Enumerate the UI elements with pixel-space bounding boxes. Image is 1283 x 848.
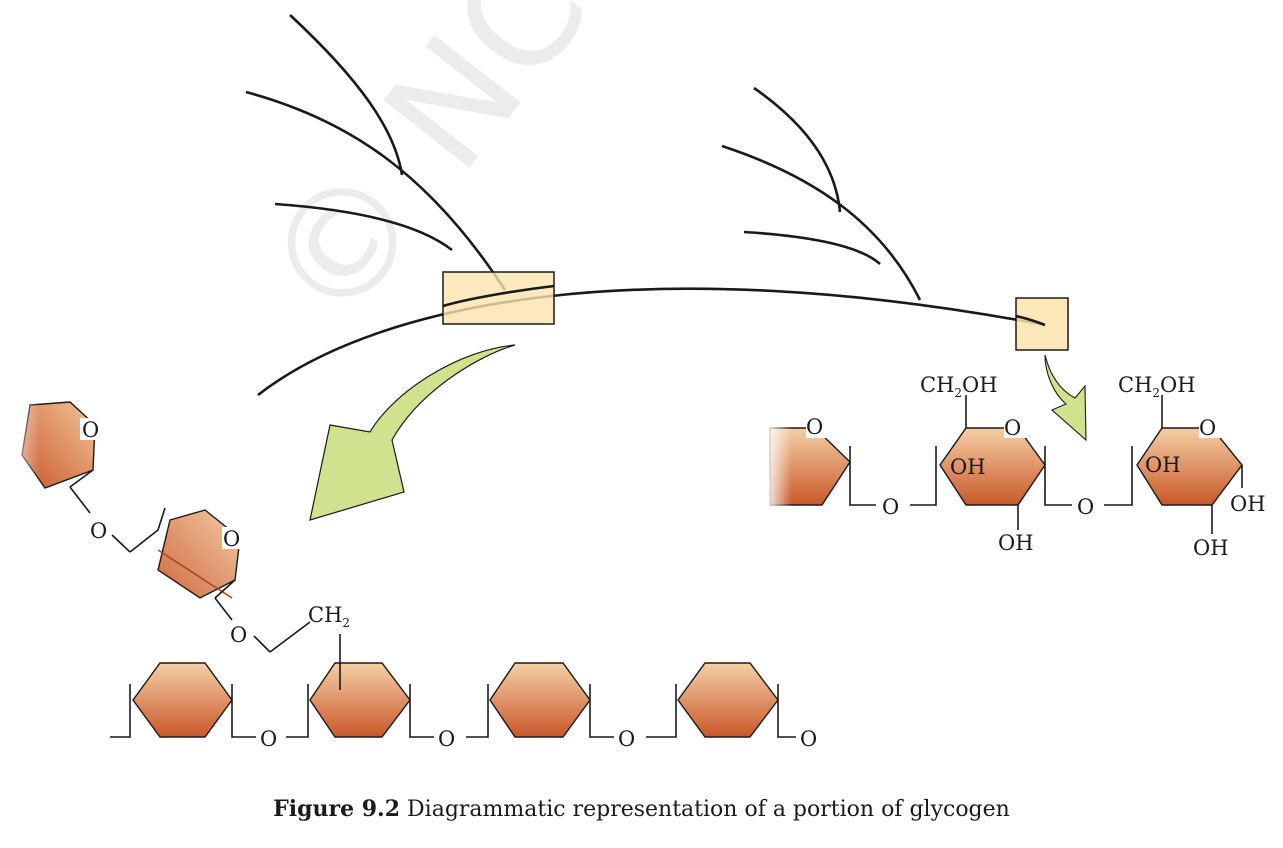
bridge-oxygen-label: O bbox=[882, 495, 899, 519]
hydroxyl-label: OH bbox=[1145, 453, 1181, 477]
bridge-oxygen-label: O bbox=[90, 519, 107, 543]
ring-oxygen-label: O bbox=[82, 418, 99, 442]
ch2-label: CH2 bbox=[308, 603, 350, 630]
zoom-arrow-large bbox=[309, 344, 516, 521]
figure-caption: Figure 9.2 Diagrammatic representation o… bbox=[0, 796, 1283, 822]
bridge-oxygen-label: O bbox=[618, 727, 635, 751]
branch-line bbox=[274, 202, 453, 252]
bridge-oxygen-label: O bbox=[438, 727, 455, 751]
ring-oxygen-label: O bbox=[1004, 416, 1021, 440]
branch-line bbox=[245, 90, 507, 291]
figure-number: Figure 9.2 bbox=[273, 796, 401, 822]
bridge-oxygen-label: O bbox=[1077, 495, 1094, 519]
sugar-ring-tilted bbox=[157, 509, 241, 599]
branch-line bbox=[743, 230, 881, 265]
ch2oh-label: CH2OH bbox=[920, 373, 998, 400]
ring-oxygen-label: O bbox=[223, 527, 240, 551]
hydroxyl-label: OH bbox=[998, 531, 1034, 555]
bridge-oxygen-label: O bbox=[230, 623, 247, 647]
hydroxyl-label: OH bbox=[1193, 536, 1229, 560]
branch-line bbox=[289, 14, 404, 176]
bridge-oxygen-label: O bbox=[800, 727, 817, 751]
branch-point-structure: O O O O CH2 bbox=[0, 395, 817, 751]
zoom-arrow-small bbox=[1044, 354, 1087, 442]
sugar-ring bbox=[677, 662, 779, 738]
sugar-ring bbox=[132, 662, 233, 738]
chain-end-structure: O O O CH2OH OH OH O O CH2OH OH OH bbox=[764, 373, 1266, 560]
chain-end-overlay bbox=[1015, 314, 1046, 327]
ring-oxygen-label: O bbox=[1199, 416, 1216, 440]
ch2oh-label: CH2OH bbox=[1118, 373, 1196, 400]
ring-oxygen-label: O bbox=[806, 415, 823, 439]
branch-tree bbox=[245, 14, 1046, 397]
highlight-box-branch-point bbox=[442, 271, 555, 325]
figure-caption-text: Diagrammatic representation of a portion… bbox=[407, 797, 1010, 822]
branch-line bbox=[753, 86, 842, 213]
main-chain-rings bbox=[132, 662, 779, 738]
bridge-oxygen-label: O bbox=[260, 727, 277, 751]
sugar-ring bbox=[489, 662, 591, 738]
sugar-ring bbox=[309, 662, 411, 738]
main-chain-overlay bbox=[442, 284, 555, 308]
hydroxyl-label: OH bbox=[1230, 492, 1266, 516]
branch-line bbox=[721, 144, 922, 301]
hydroxyl-label: OH bbox=[950, 455, 986, 479]
